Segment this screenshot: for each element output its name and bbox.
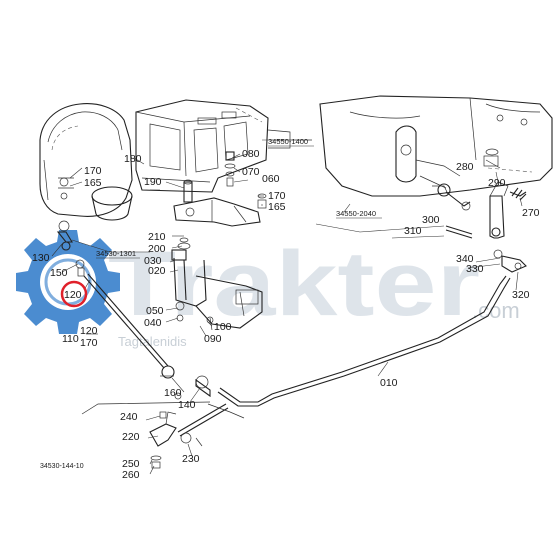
shift-lever-assembly [171,179,263,331]
reference-label: 34530-1301 [96,249,136,258]
callout-340[interactable]: 340 [456,253,474,265]
callout-170b[interactable]: 170 [268,190,286,202]
callout-100[interactable]: 100 [214,321,232,333]
callout-200[interactable]: 200 [148,243,166,255]
callout-290[interactable]: 290 [488,177,506,189]
callout-130[interactable]: 130 [32,252,50,264]
callout-080[interactable]: 080 [242,148,260,160]
bell-housing [39,103,133,221]
watermark-brand: Trakter [108,233,480,335]
callout-190[interactable]: 190 [144,176,162,188]
pin-stack [224,151,267,209]
callout-330[interactable]: 330 [466,263,484,275]
callout-170c[interactable]: 170 [80,337,98,349]
lower-linkage [149,403,229,469]
callout-030[interactable]: 030 [144,255,162,267]
callout-165a[interactable]: 165 [84,177,102,189]
drawing-code: 34530-144-10 [40,463,84,470]
callout-310[interactable]: 310 [404,225,422,237]
callout-120-highlighted[interactable]: 120 [64,289,82,301]
callout-180[interactable]: 180 [124,153,142,165]
reference-label: 34550-2040 [336,209,376,218]
callout-240[interactable]: 240 [120,411,138,423]
callout-320[interactable]: 320 [512,289,530,301]
callouts: 010 020 030 040 050 060 070 080 090 100 … [32,148,540,481]
highlight-circle[interactable] [60,280,88,308]
callout-160[interactable]: 160 [164,387,182,399]
callout-300[interactable]: 300 [422,214,440,226]
callout-010[interactable]: 010 [380,377,398,389]
callout-170a[interactable]: 170 [84,165,102,177]
callout-210[interactable]: 210 [148,231,166,243]
watermark: Trakter .com Tagtalenidis [16,230,520,349]
callout-090[interactable]: 090 [204,333,222,345]
callout-120[interactable]: 120 [80,325,98,337]
clutch-housing [319,95,553,197]
reference-label: 34550-1400 [268,137,308,146]
leader-lines [51,139,523,475]
watermark-tagline: Tagtalenidis [118,334,187,349]
callout-070[interactable]: 070 [242,166,260,178]
callout-250[interactable]: 250 [122,458,140,470]
main-rod [81,275,511,419]
callout-165b[interactable]: 165 [268,201,286,213]
gear-icon [16,230,120,334]
callout-260[interactable]: 260 [122,469,140,481]
clutch-rod-assembly [56,220,211,400]
callout-140[interactable]: 140 [178,399,196,411]
callout-270[interactable]: 270 [522,207,540,219]
callout-220[interactable]: 220 [122,431,140,443]
callout-110[interactable]: 110 [62,333,79,345]
callout-020[interactable]: 020 [148,265,166,277]
callout-050[interactable]: 050 [146,305,164,317]
callout-280[interactable]: 280 [456,161,474,173]
callout-040[interactable]: 040 [144,317,162,329]
callout-230[interactable]: 230 [182,453,200,465]
pedal-linkage [432,148,527,273]
callout-060[interactable]: 060 [262,173,280,185]
callout-150[interactable]: 150 [50,267,68,279]
